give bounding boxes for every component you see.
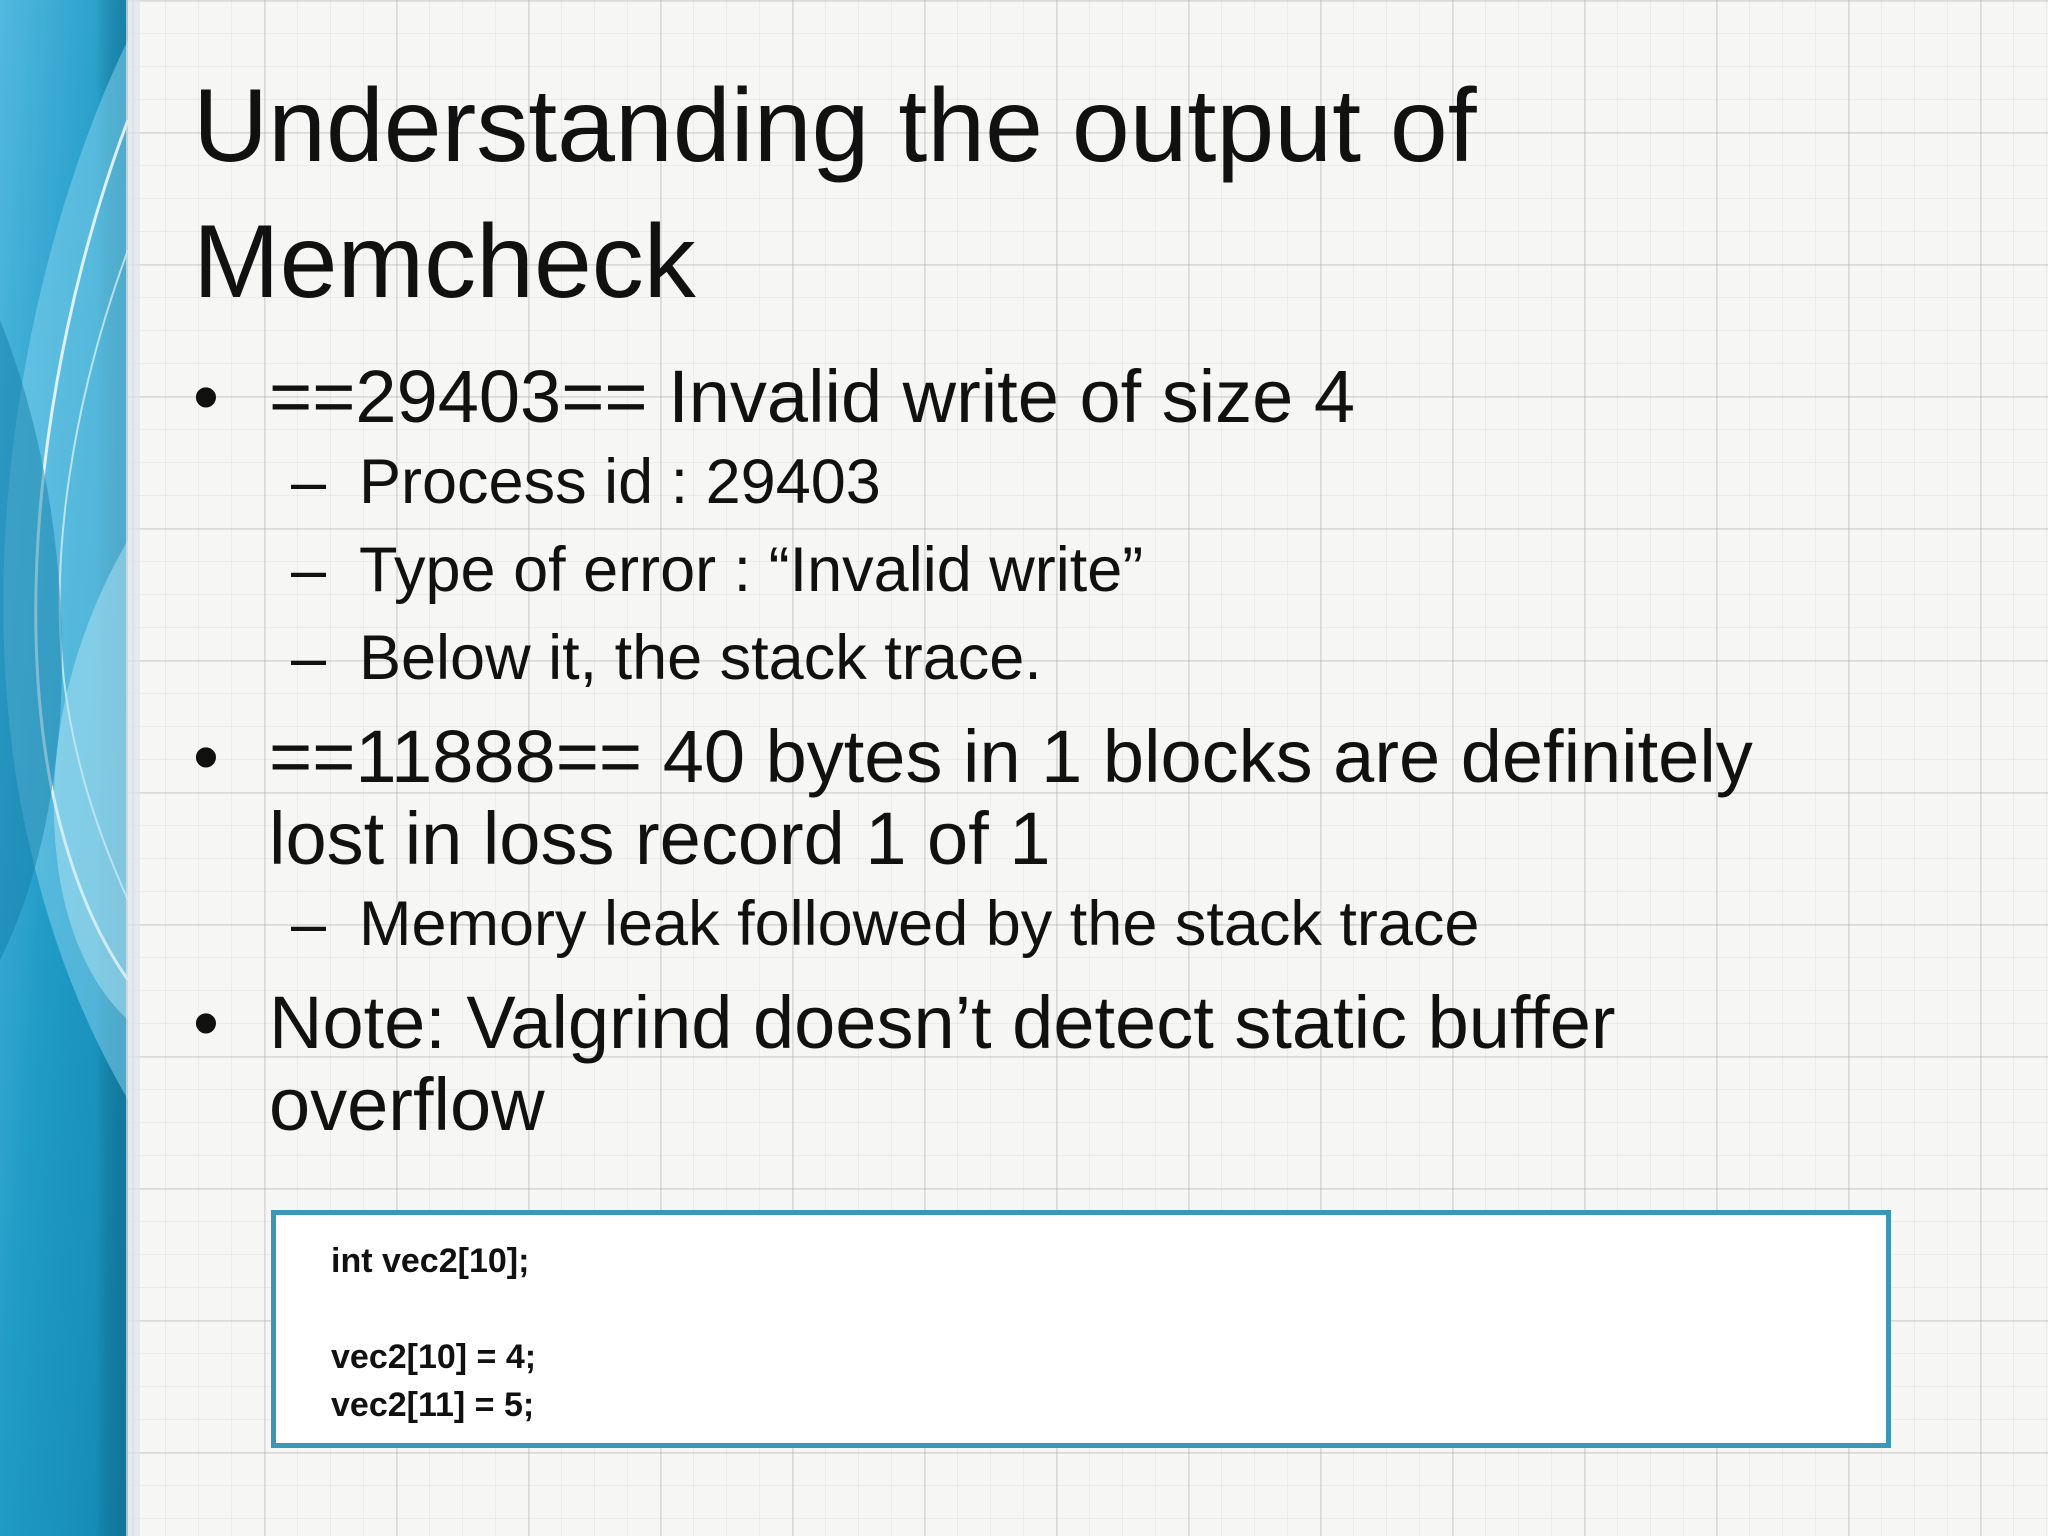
bullet-dot-icon: •	[193, 981, 219, 1064]
wave-decoration-icon	[0, 0, 140, 1536]
slide-title-line-2: Memcheck	[193, 204, 696, 320]
sub-bullet-item: – Type of error : “Invalid write”	[193, 526, 1913, 614]
bullet-item: • ==29403== Invalid write of size 4	[193, 356, 1913, 438]
decorative-side-band	[0, 0, 140, 1536]
code-snippet: int vec2[10]; vec2[10] = 4; vec2[11] = 5…	[331, 1237, 536, 1429]
bullet-dot-icon: •	[193, 355, 219, 438]
sub-bullet-item: – Process id : 29403	[193, 438, 1913, 526]
sub-bullet-item: – Below it, the stack trace.	[193, 614, 1913, 702]
code-snippet-box: int vec2[10]; vec2[10] = 4; vec2[11] = 5…	[271, 1210, 1891, 1448]
bullet-item: • ==11888== 40 bytes in 1 blocks are def…	[193, 716, 1913, 880]
sub-bullet-text: Process id : 29403	[359, 447, 881, 517]
dash-icon: –	[291, 623, 327, 693]
dash-icon: –	[291, 535, 327, 605]
slide-body: • ==29403== Invalid write of size 4 – Pr…	[193, 356, 1913, 1146]
dash-icon: –	[291, 889, 327, 959]
bullet-dot-icon: •	[193, 715, 219, 798]
slide-title: Understanding the output of Memcheck	[193, 58, 1893, 330]
bullet-text-line-2: lost in loss record 1 of 1	[269, 797, 1051, 880]
sub-bullet-item: – Memory leak followed by the stack trac…	[193, 880, 1913, 968]
slide-title-line-1: Understanding the output of	[193, 68, 1477, 184]
bullet-text-line-1: Note: Valgrind doesn’t detect static buf…	[269, 981, 1616, 1064]
bullet-text: ==29403== Invalid write of size 4	[269, 355, 1356, 438]
code-line	[331, 1285, 536, 1333]
code-line: vec2[11] = 5;	[331, 1386, 535, 1424]
code-line: int vec2[10];	[331, 1242, 530, 1280]
sub-bullet-text: Below it, the stack trace.	[359, 623, 1042, 693]
sub-bullet-text: Memory leak followed by the stack trace	[359, 889, 1480, 959]
bullet-text-line-2: overflow	[269, 1063, 545, 1146]
bullet-item: • Note: Valgrind doesn’t detect static b…	[193, 982, 1913, 1146]
dash-icon: –	[291, 447, 327, 517]
code-line: vec2[10] = 4;	[331, 1338, 537, 1376]
sub-bullet-text: Type of error : “Invalid write”	[359, 535, 1144, 605]
bullet-text-line-1: ==11888== 40 bytes in 1 blocks are defin…	[269, 715, 1753, 798]
